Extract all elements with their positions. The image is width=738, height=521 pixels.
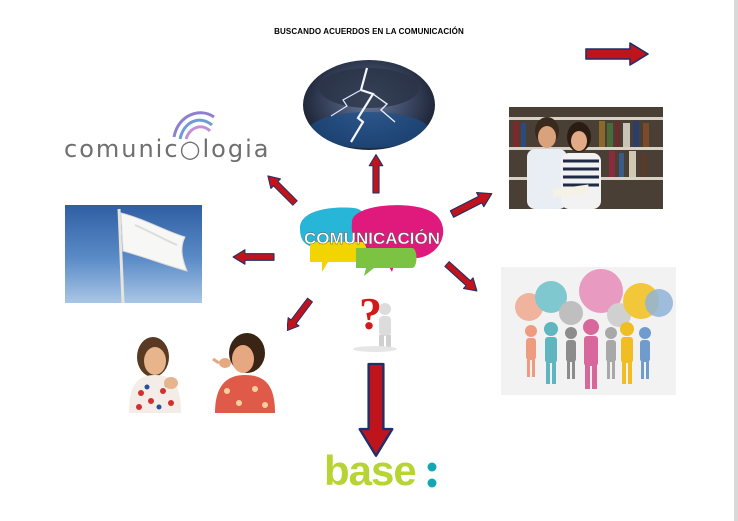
arrow-up-right-library [447,186,496,222]
comunicologia-swirl-icon [172,111,215,140]
people-speech-bubbles-image [501,267,676,395]
question-mark: ? [359,288,382,339]
bubble-green [356,248,417,276]
page-title: BUSCANDO ACUERDOS EN LA COMUNICACIÓN [274,27,464,36]
women-talking-image [115,325,287,413]
bubble-yellow [310,242,367,272]
comunicologia-logo-text: comunic○logia [64,135,271,163]
white-flag-image [65,205,202,303]
comunicacion-bubbles: COMUNICACIÓN [300,205,444,276]
library-students-image [509,107,663,209]
page-edge [734,0,738,521]
arrow-down-base [358,362,394,457]
base-logo: base [324,447,417,494]
arrow-left-flag [232,249,275,265]
question-figure-icon: ? [353,288,397,352]
arrow-up-storm [368,154,384,194]
comunicologia-logo: comunic○logia [64,135,270,163]
arrow-top-right [585,42,649,66]
base-colon-icon [427,462,437,488]
storm-image [303,60,435,150]
comunicacion-label: COMUNICACIÓN [304,229,440,248]
